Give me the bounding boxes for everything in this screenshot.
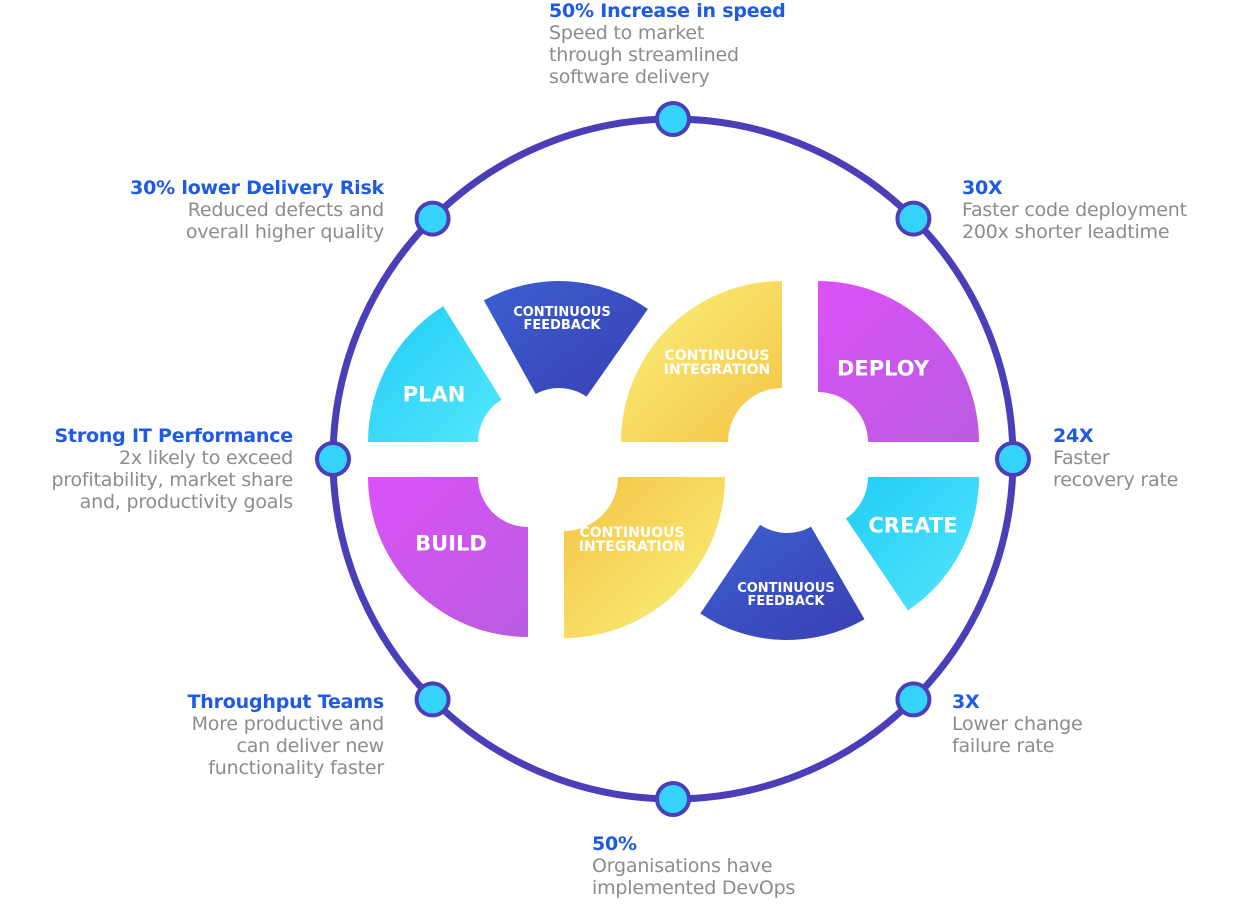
stat-right: 24X Faster recovery rate (1053, 425, 1178, 491)
segment-deploy: DEPLOY (818, 281, 979, 442)
node-bottom-left (414, 681, 451, 718)
stat-title: 24X (1053, 425, 1094, 447)
segment-label: BUILD (415, 532, 487, 556)
segment-label: CONTINUOUS (664, 348, 769, 364)
stat-description: Faster recovery rate (1053, 447, 1179, 491)
segment-label: CONTINUOUS (513, 305, 611, 320)
segment-label: PLAN (403, 383, 466, 407)
stat-description: Reduced defects and overall higher quali… (185, 199, 384, 243)
segment-shape (700, 524, 865, 640)
segment-shape (818, 281, 979, 442)
stat-title: 3X (952, 691, 980, 713)
segment-shape (368, 306, 502, 442)
stat-description: Organisations have implemented DevOps (592, 855, 796, 899)
segment-shape (483, 281, 648, 397)
stat-title: Strong IT Performance (54, 425, 293, 447)
segment-label: INTEGRATION (664, 362, 770, 378)
stat-bottom: 50% Organisations have implemented DevOp… (592, 833, 795, 899)
stat-description: Speed to market through streamlined soft… (549, 22, 739, 88)
stat-bottom-right: 3X Lower change failure rate (952, 691, 1083, 757)
stat-top-left: 30% lower Delivery Risk Reduced defects … (130, 177, 384, 243)
segment-label: CONTINUOUS (737, 581, 835, 596)
segment-plan: PLAN (368, 306, 502, 442)
segment-label: DEPLOY (837, 357, 930, 381)
stat-title: Throughput Teams (187, 691, 385, 713)
stat-title: 50% Increase in speed (549, 0, 786, 22)
segment-label: CONTINUOUS (579, 525, 684, 541)
node-right (995, 441, 1031, 477)
stat-description: Lower change failure rate (952, 713, 1083, 757)
segment-create: CREATE (845, 477, 979, 611)
segment-shape (368, 477, 528, 637)
node-bottom-right (895, 681, 932, 718)
stat-description: 2x likely to exceed profitability, marke… (51, 447, 293, 513)
segment-shape (845, 477, 979, 611)
segment-label: INTEGRATION (579, 539, 685, 555)
segment-label: CREATE (868, 514, 957, 538)
node-bottom (655, 781, 691, 817)
stat-bottom-left: Throughput Teams More productive and can… (187, 691, 385, 779)
segment-shape (621, 281, 782, 442)
nodes (315, 101, 1031, 817)
node-top-left (414, 200, 451, 237)
segment-label: FEEDBACK (747, 594, 825, 609)
segments: PLANCONTINUOUSFEEDBACKCONTINUOUSINTEGRAT… (368, 281, 979, 640)
stat-title: 50% (592, 833, 637, 855)
stat-title: 30X (962, 177, 1003, 199)
segment-label: FEEDBACK (523, 318, 601, 333)
node-left (315, 441, 351, 477)
stat-left: Strong IT Performance 2x likely to excee… (51, 425, 293, 513)
stat-top-right: 30X Faster code deployment 200x shorter … (962, 177, 1187, 243)
node-top-right (895, 200, 932, 237)
node-top (655, 101, 691, 137)
stat-top: 50% Increase in speed Speed to market th… (549, 0, 786, 88)
segment-shape (564, 477, 725, 638)
stat-title: 30% lower Delivery Risk (130, 177, 384, 199)
segment-build: BUILD (368, 477, 528, 637)
stat-description: More productive and can deliver new func… (191, 713, 385, 779)
stat-description: Faster code deployment 200x shorter lead… (962, 199, 1187, 243)
